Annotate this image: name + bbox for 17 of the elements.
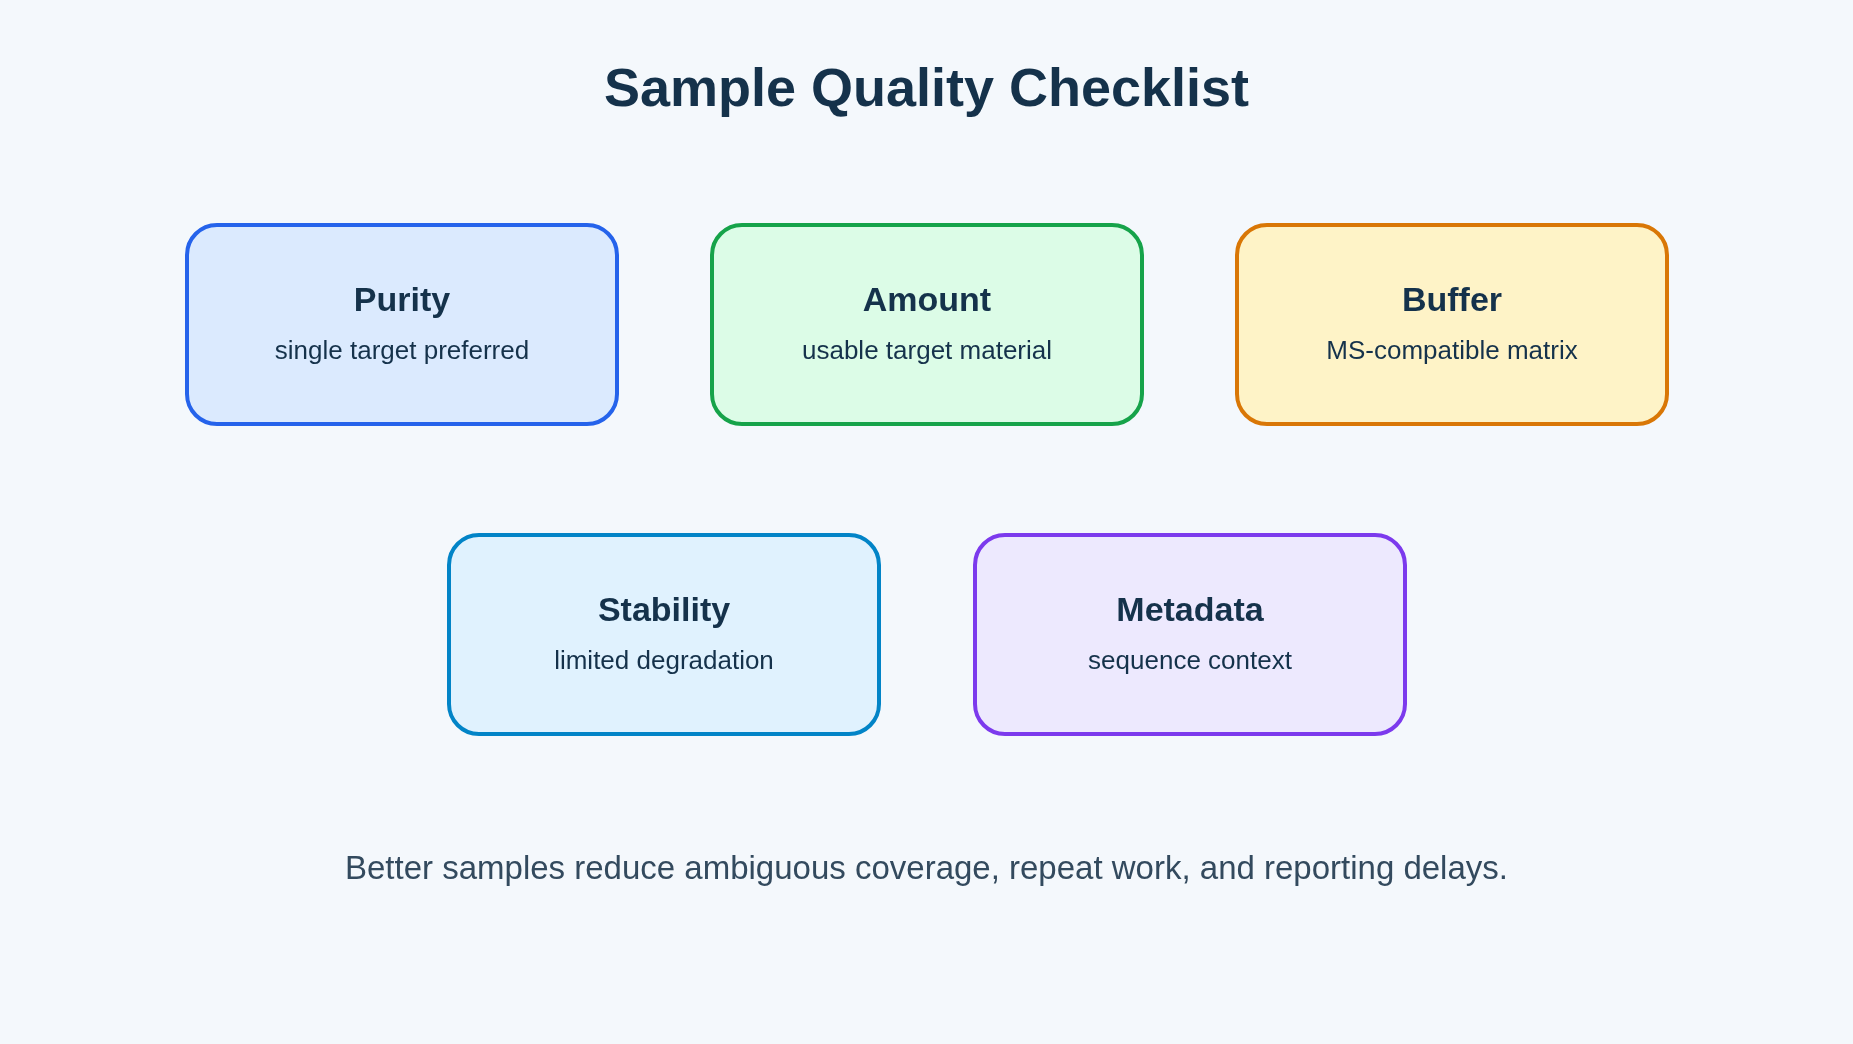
card-description: usable target material: [802, 334, 1052, 366]
card-heading: Amount: [862, 279, 992, 319]
checklist-card: [447, 533, 881, 736]
card-heading: Purity: [353, 279, 451, 319]
checklist-card: [185, 223, 619, 426]
card-description: limited degradation: [554, 644, 774, 676]
checklist-card: [710, 223, 1144, 426]
card-description: sequence context: [1088, 644, 1292, 676]
card-description: MS-compatible matrix: [1326, 334, 1578, 366]
card-heading: Buffer: [1401, 279, 1503, 319]
diagram-title: Sample Quality Checklist: [602, 56, 1251, 118]
card-heading: Stability: [597, 589, 731, 629]
card-heading: Metadata: [1116, 589, 1264, 629]
checklist-card: [973, 533, 1407, 736]
checklist-card: [1235, 223, 1669, 426]
footnote: Better samples reduce ambiguous coverage, repeat work, and reporting delays.: [344, 849, 1509, 887]
card-description: single target preferred: [274, 334, 530, 366]
